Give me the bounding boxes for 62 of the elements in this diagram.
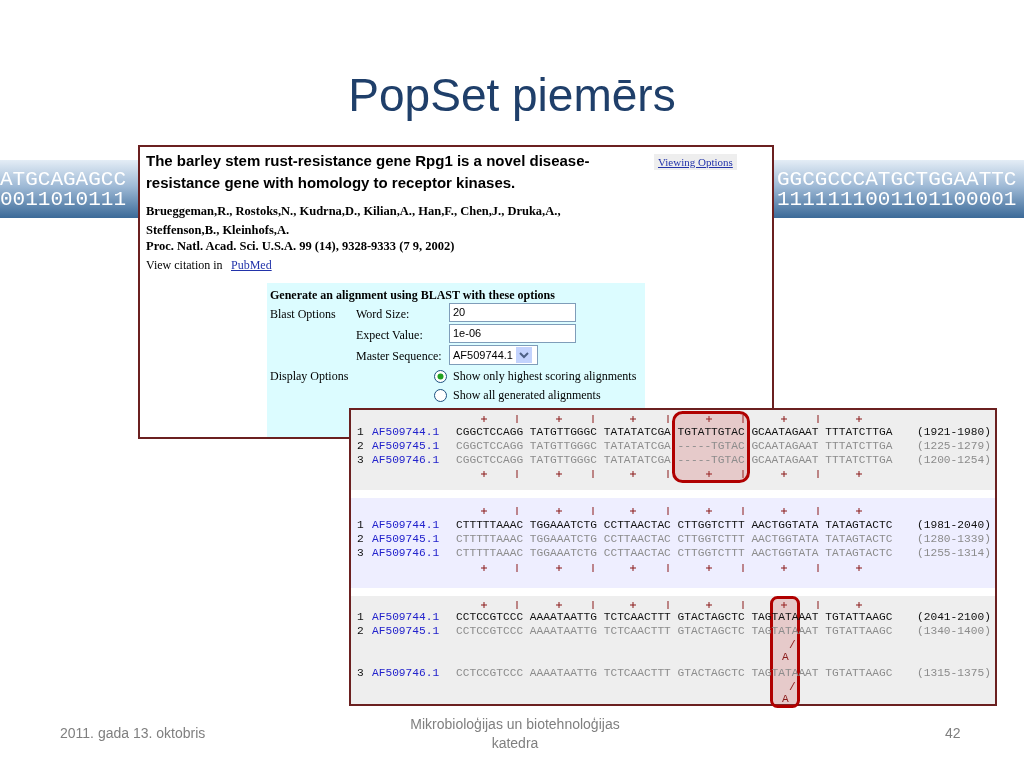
- pubmed-link: PubMed: [231, 258, 272, 273]
- article-title: The barley stem rust-resistance gene Rpg1 is a novel disease-resistance gene with homology to receptor kinases.: [146, 151, 591, 193]
- position-range: (1981-2040): [917, 519, 991, 532]
- banner-sequence-text: GGCGCCCATGCTGGAATTC: [777, 170, 1017, 190]
- sequence-text: CGGCTCCAGG TATGTTGGGC TATATATCGA -----TGTAC GCAATAGAAT TTTATCTTGA: [456, 440, 893, 453]
- accession-link: AF509744.1: [372, 426, 440, 439]
- accession-link: AF509746.1: [372, 667, 440, 680]
- banner-sequence-text: ATGCAGAGCC: [0, 170, 127, 190]
- author-list: Brueggeman,R., Rostoks,N., Kudrna,D., Kilian,A., Han,F., Chen,J., Druka,A., Steffenson,B., Kleinhofs,A.: [146, 202, 616, 240]
- sequence-text: CTTTTTAAAC TGGAAATCTG CCTTAACTAC CTTGGTCTTT AACTGGTATA TATAGTACTC: [456, 533, 893, 546]
- citation-prefix: View citation in: [146, 258, 223, 273]
- select-field: AF509744.1: [449, 345, 538, 365]
- position-range: (2041-2100): [917, 611, 991, 624]
- input-field: 1e-06: [449, 324, 576, 343]
- position-range: (1200-1254): [917, 454, 991, 467]
- row-number: 1: [357, 519, 364, 532]
- position-range: (1255-1314): [917, 547, 991, 560]
- accession-link: AF509745.1: [372, 533, 440, 546]
- input-field: 20: [449, 303, 576, 322]
- row-number: 2: [357, 533, 364, 546]
- row-number: 3: [357, 547, 364, 560]
- radio-option-label: Show only highest scoring alignments: [453, 369, 637, 384]
- form-heading: Generate an alignment using BLAST with these options: [270, 288, 555, 303]
- inserted-base: A: [782, 651, 789, 664]
- insertion-mark: /: [789, 681, 796, 694]
- accession-link: AF509746.1: [372, 547, 440, 560]
- row-number: 2: [357, 440, 364, 453]
- accession-link: AF509744.1: [372, 519, 440, 532]
- option-group-label: Blast Options: [270, 307, 336, 322]
- viewing-options-link: Viewing Options: [654, 154, 737, 170]
- position-range: (1921-1980): [917, 426, 991, 439]
- position-range: (1280-1339): [917, 533, 991, 546]
- page-number: 42: [945, 725, 961, 741]
- footer-department: Mikrobioloģijas un biotehnoloģijas katedra: [409, 715, 621, 753]
- banner-binary-text: 1111111001101100001: [777, 190, 1017, 210]
- row-number: 3: [357, 667, 364, 680]
- sequence-text: CGGCTCCAGG TATGTTGGGC TATATATCGA TGTATTGTAC GCAATAGAAT TTTATCTTGA: [456, 426, 893, 439]
- accession-link: AF509746.1: [372, 454, 440, 467]
- row-number: 3: [357, 454, 364, 467]
- slide-title: PopSet piemērs: [347, 68, 677, 122]
- accession-link: AF509745.1: [372, 440, 440, 453]
- banner-binary-text: 0011010111: [0, 190, 127, 210]
- sequence-text: CTTTTTAAAC TGGAAATCTG CCTTAACTAC CTTGGTCTTT AACTGGTATA TATAGTACTC: [456, 519, 893, 532]
- insertion-mark: /: [789, 639, 796, 652]
- row-number: 2: [357, 625, 364, 638]
- accession-link: AF509745.1: [372, 625, 440, 638]
- option-group-label: Display Options: [270, 369, 349, 384]
- position-range: (1225-1279): [917, 440, 991, 453]
- footer-date: 2011. gada 13. oktobris: [60, 725, 206, 741]
- accession-link: AF509744.1: [372, 611, 440, 624]
- radio-option-label: Show all generated alignments: [453, 388, 601, 403]
- field-label: Word Size:: [356, 307, 410, 322]
- sequence-text: CTTTTTAAAC TGGAAATCTG CCTTAACTAC CTTGGTCTTT AACTGGTATA TATAGTACTC: [456, 547, 893, 560]
- position-range: (1315-1375): [917, 667, 991, 680]
- position-range: (1340-1400): [917, 625, 991, 638]
- citation-text: Proc. Natl. Acad. Sci. U.S.A. 99 (14), 9328-9333 (7 9, 2002): [146, 239, 455, 254]
- sequence-text: CGGCTCCAGG TATGTTGGGC TATATATCGA -----TGTAC GCAATAGAAT TTTATCTTGA: [456, 454, 893, 467]
- field-label: Master Sequence:: [356, 349, 442, 364]
- field-label: Expect Value:: [356, 328, 423, 343]
- row-number: 1: [357, 611, 364, 624]
- inserted-base: A: [782, 693, 789, 706]
- row-number: 1: [357, 426, 364, 439]
